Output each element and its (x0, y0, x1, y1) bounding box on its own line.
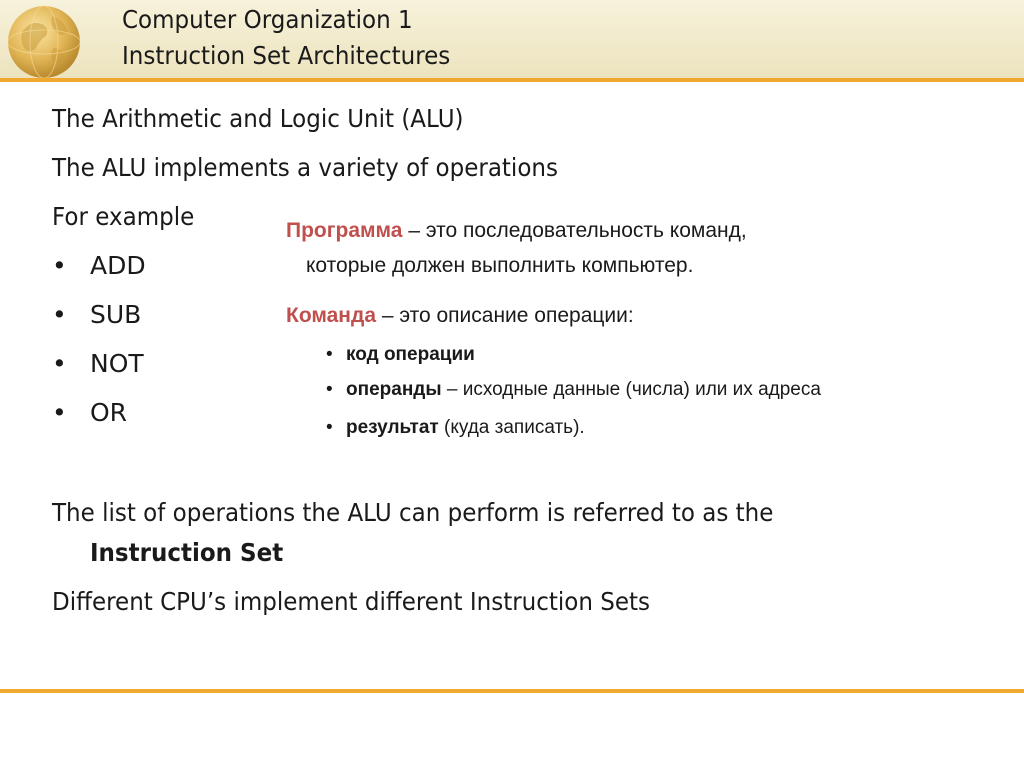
bullet-marker: • (326, 417, 333, 438)
list-item-or: •OR (52, 398, 128, 427)
content-line-alu: The Arithmetic and Logic Unit (ALU) (52, 104, 464, 133)
list-item-sub: •SUB (52, 300, 142, 329)
list-item-add: •ADD (52, 251, 146, 280)
bullet-marker: • (52, 349, 67, 378)
content-line-operations: The ALU implements a variety of operatio… (52, 153, 558, 182)
paragraph-instruction-set: The list of operations the ALU can perfo… (52, 498, 774, 527)
list-item-opcode: •код операции (326, 344, 475, 365)
footer-divider (0, 689, 1024, 693)
bullet-marker: • (326, 344, 333, 365)
definition-program-continued: которые должен выполнить компьютер. (306, 254, 694, 277)
slide-title: Computer Organization 1 Instruction Set … (122, 2, 450, 74)
definition-command: Команда – это описание операции: (286, 304, 634, 327)
content-line-example: For example (52, 202, 195, 231)
bullet-marker: • (52, 251, 67, 280)
paragraph-different-cpus: Different CPU’s implement different Inst… (52, 587, 651, 616)
title-line-1: Computer Organization 1 (122, 5, 413, 34)
term-instruction-set: Instruction Set (90, 538, 284, 567)
list-item-not: •NOT (52, 349, 144, 378)
definition-program: Программа – это последовательность коман… (286, 219, 747, 242)
term-program: Программа (286, 219, 403, 242)
list-item-result: •результат (куда записать). (326, 417, 585, 438)
header-divider (0, 78, 1024, 82)
bullet-marker: • (52, 398, 67, 427)
term-command: Команда (286, 304, 376, 327)
list-item-operands: •операнды – исходные данные (числа) или … (326, 379, 821, 400)
globe-icon (7, 5, 81, 78)
bullet-marker: • (52, 300, 67, 329)
slide-header (0, 0, 1024, 78)
title-line-2: Instruction Set Architectures (122, 41, 451, 70)
bullet-marker: • (326, 379, 333, 400)
